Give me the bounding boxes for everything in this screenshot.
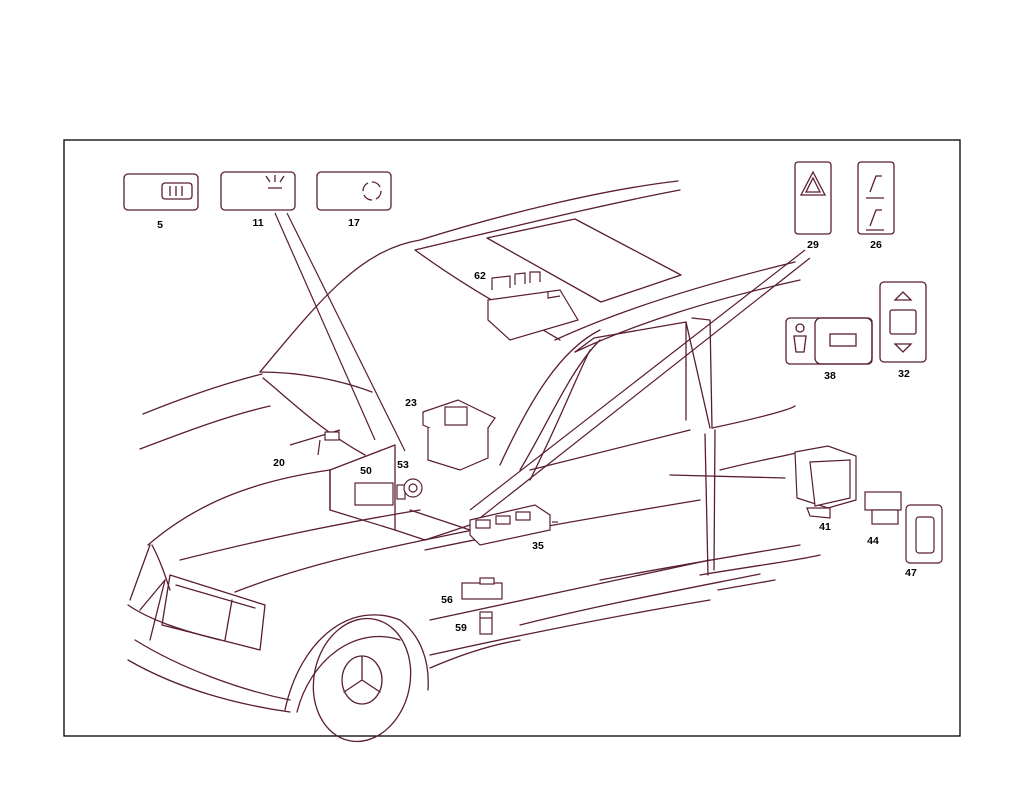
callout-53: 53 bbox=[397, 459, 409, 471]
door-switch-44 bbox=[864, 491, 902, 525]
switch-module-35 bbox=[469, 504, 558, 546]
sensor-20 bbox=[289, 429, 341, 456]
callout-26: 26 bbox=[870, 239, 882, 251]
ring-53 bbox=[403, 478, 423, 498]
ignition-switch-50 bbox=[354, 482, 406, 506]
diagram-frame bbox=[63, 139, 961, 737]
callout-29: 29 bbox=[807, 239, 819, 251]
switch-bezel-41 bbox=[794, 445, 857, 519]
callout-47: 47 bbox=[905, 567, 917, 579]
callout-5: 5 bbox=[157, 219, 163, 231]
switch-housing-23 bbox=[422, 399, 496, 471]
callout-41: 41 bbox=[819, 521, 831, 533]
callout-17: 17 bbox=[348, 217, 360, 229]
seat-heater-switch-icon bbox=[857, 161, 895, 235]
callout-59: 59 bbox=[455, 622, 467, 634]
callout-labels: 5 11 17 20 23 26 29 32 35 38 41 44 47 50 53 56 59 62 bbox=[157, 217, 917, 634]
callout-62: 62 bbox=[474, 270, 486, 282]
callout-11: 11 bbox=[252, 217, 263, 229]
passenger-switch-icon bbox=[785, 317, 873, 365]
pedal-switch-56 bbox=[461, 577, 503, 600]
window-switch-icon bbox=[879, 281, 927, 363]
interior-light-switch-icon bbox=[220, 171, 296, 211]
recirculation-switch-icon bbox=[316, 171, 392, 211]
switch-frame-47 bbox=[905, 504, 943, 564]
clip-59 bbox=[479, 611, 493, 635]
callout-35: 35 bbox=[532, 540, 544, 552]
callout-20: 20 bbox=[273, 457, 285, 469]
control-unit-62 bbox=[487, 271, 579, 341]
sunroof-outline bbox=[486, 218, 682, 303]
callout-44: 44 bbox=[867, 535, 879, 547]
parts bbox=[289, 271, 943, 635]
callout-56: 56 bbox=[441, 594, 453, 606]
rear-defroster-switch-icon bbox=[123, 173, 199, 211]
car-outline bbox=[127, 180, 821, 743]
callout-32: 32 bbox=[898, 368, 910, 380]
callout-38: 38 bbox=[824, 370, 836, 382]
callout-50: 50 bbox=[360, 465, 372, 477]
leader-lines bbox=[274, 212, 811, 519]
callout-23: 23 bbox=[405, 397, 417, 409]
hazard-switch-icon bbox=[794, 161, 832, 235]
wheel-emblem bbox=[343, 655, 381, 693]
